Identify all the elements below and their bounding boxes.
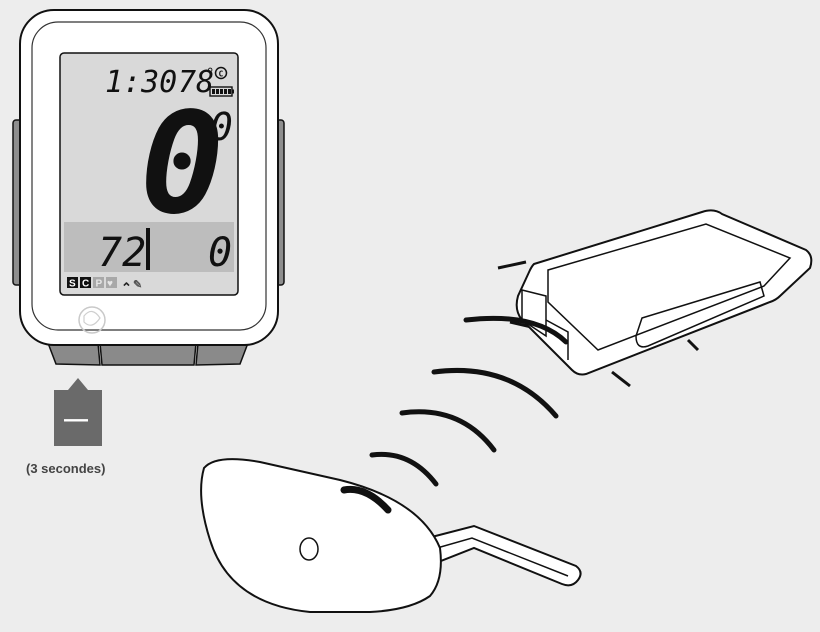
brand-logo-mark [83, 310, 101, 326]
battery-icon [209, 86, 234, 97]
mode-icon-p-box [93, 277, 104, 288]
mode-icon-heart: ♥ [107, 279, 113, 290]
button-left[interactable] [46, 342, 101, 366]
button-center[interactable] [99, 342, 197, 366]
time-readout: 1:30 [105, 65, 177, 100]
magnet-hole [299, 537, 319, 561]
temp-unit-circle [214, 66, 228, 80]
mode-icon-chevron: ⌃ [121, 280, 132, 295]
bottom-right-value: 0 [208, 230, 232, 276]
mode-icon-c-box [80, 277, 91, 288]
spoke-magnet [200, 458, 582, 613]
sensor-tick-3 [611, 370, 631, 388]
magnet-top-dark [340, 485, 392, 514]
mode-icon-p: P [96, 279, 103, 290]
magnet-arm-inner [429, 537, 569, 577]
bottom-left-value: 72 [98, 230, 146, 276]
minus-symbol: — [64, 406, 88, 433]
mode-icon-wrench: ✎ [133, 279, 142, 291]
button-tag-shape [54, 378, 102, 446]
sensor-front-clip-2 [545, 319, 569, 360]
signal-arc-3 [431, 367, 559, 419]
sensor-tick-1 [497, 260, 527, 270]
sensor-body [515, 209, 813, 376]
wireless-sensor [497, 209, 813, 388]
mode-icon-s: S [69, 279, 76, 290]
signal-arc-1 [369, 451, 439, 487]
brand-logo-watermark [78, 306, 106, 334]
bike-computer: 1:30 78 ° C 0 0 72 0 S C P ♥ ⌃ [12, 9, 285, 366]
sensor-tick-4 [686, 338, 700, 352]
button-right[interactable] [195, 342, 250, 366]
mode-icon-s-box [67, 277, 78, 288]
mode-icon-heart-box [106, 277, 117, 288]
signal-waves [369, 315, 569, 487]
temp-unit: C [219, 70, 224, 79]
signal-arc-4 [463, 315, 569, 345]
sensor-side-slot [635, 281, 765, 348]
mode-icons-row: S C P ♥ ⌃ ✎ [67, 277, 142, 295]
speed-main-digit: 0 [140, 83, 224, 246]
temperature-readout: 78 [178, 65, 214, 100]
magnet-arm [418, 524, 582, 587]
button-hold-caption: (3 secondes) [26, 461, 106, 476]
button-press-hint: — [54, 378, 102, 446]
mode-icon-c: C [82, 279, 89, 290]
device-inner-bezel [31, 21, 267, 331]
signal-arc-2 [399, 409, 497, 453]
degree-symbol: ° [206, 66, 214, 82]
sensor-front-clip [521, 289, 547, 338]
speed-decimal-digit: 0 [210, 105, 233, 149]
magnet-body [200, 458, 442, 613]
sensor-top-face [547, 223, 792, 351]
